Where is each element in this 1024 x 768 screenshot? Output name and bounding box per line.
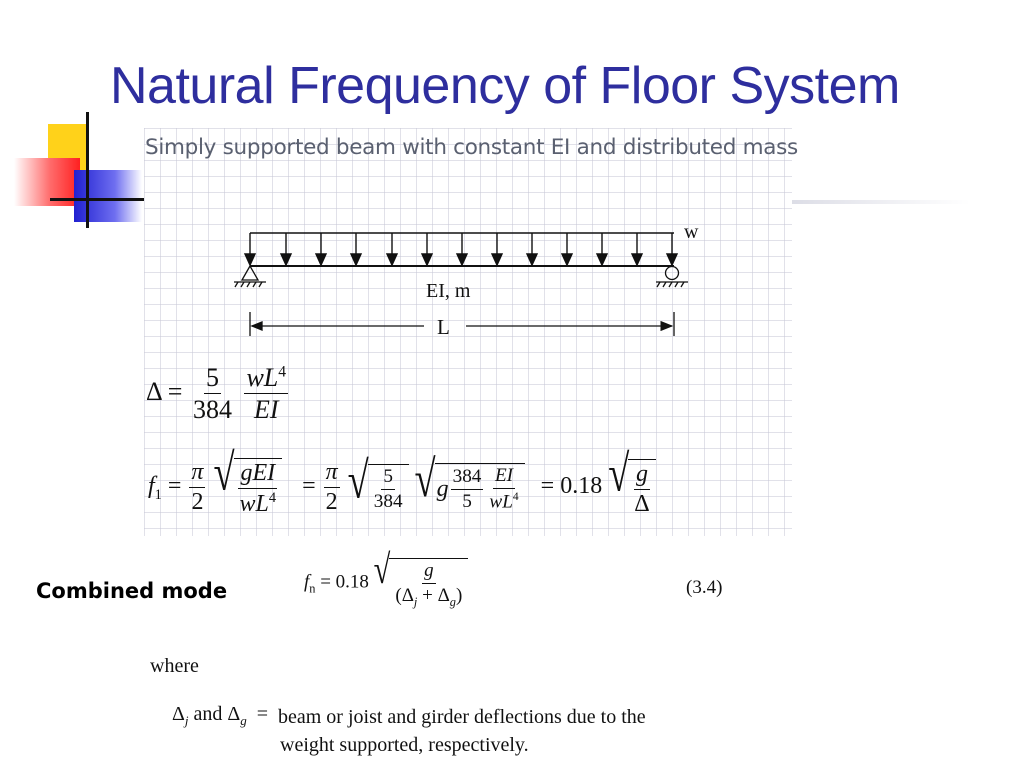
property-label: EI, m: [426, 280, 471, 302]
delta-symbol: Δ: [146, 376, 162, 406]
intro-text: Simply supported beam with constant EI a…: [145, 135, 798, 160]
roller-support: [656, 265, 688, 288]
slide-title: Natural Frequency of Floor System: [110, 57, 900, 115]
beam-diagram: w EI, m L: [234, 221, 699, 339]
decorative-divider: [790, 200, 970, 204]
load-fraction: wL4 EI: [244, 363, 289, 425]
sqrt-term-2: √ 5 384: [348, 455, 409, 512]
load-arrows: [243, 233, 679, 267]
decorative-vertical-line: [86, 112, 89, 228]
where-label: where: [150, 655, 199, 677]
sqrt-term-final: √ g Δ: [608, 448, 656, 517]
figure-panel: [144, 128, 792, 536]
span-label: L: [437, 315, 450, 339]
coefficient-fraction: 5 384: [191, 364, 234, 424]
span-dimension: [249, 312, 675, 336]
stiffness-denominator: EI: [254, 395, 279, 425]
combined-mode-label: Combined mode: [36, 579, 228, 603]
sqrt-term-3: √ g 384 5 EI wL4: [415, 454, 525, 513]
decorative-blue-block: [74, 170, 142, 222]
frequency-coefficient: 0.18: [560, 473, 603, 500]
decorative-horizontal-line: [50, 198, 146, 201]
sqrt-term-1: √ gEI wL4: [213, 447, 283, 517]
load-label: w: [684, 221, 699, 243]
pin-support: [234, 264, 266, 288]
deflection-formula: Δ = 5 384 wL4 EI: [146, 363, 289, 425]
coefficient-denominator: 384: [192, 395, 232, 425]
deflection-symbols: Δj and Δg =: [172, 703, 269, 728]
equation-number: (3.4): [686, 577, 723, 598]
deflection-definition: beam or joist and girder deflections due…: [278, 706, 646, 756]
combined-mode-formula: fn = 0.18 √ g (Δj + Δg): [304, 549, 469, 609]
coefficient-numerator: 5: [203, 364, 221, 395]
load-numerator: wL: [246, 363, 279, 392]
natural-frequency-formula: f1 = π 2 √ gEI wL4 = π 2 √ 5 384 √ g: [148, 447, 656, 517]
